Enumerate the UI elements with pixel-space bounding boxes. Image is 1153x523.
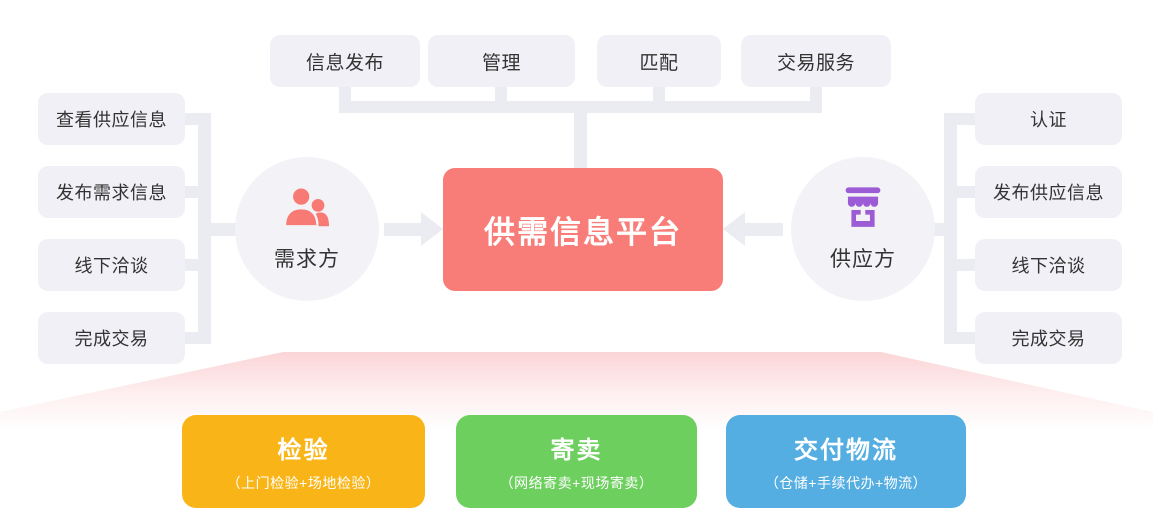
service-title: 检验	[277, 437, 330, 464]
right-stub-4	[953, 332, 975, 344]
step-label: 线下洽谈	[74, 256, 149, 276]
top-node-label: 交易服务	[776, 52, 855, 74]
demand-step-offline-negotiation: 线下洽谈	[38, 239, 185, 291]
right-stub-1	[953, 113, 975, 125]
demand-side-circle: 需求方	[235, 157, 379, 301]
supply-side-label: 供应方	[830, 248, 896, 271]
step-label: 完成交易	[1011, 329, 1086, 349]
step-label: 认证	[1030, 110, 1067, 130]
service-title: 寄卖	[550, 437, 603, 464]
platform-box: 供需信息平台	[443, 168, 723, 291]
top-horizontal-line	[339, 101, 822, 113]
top-stub-4	[810, 87, 822, 103]
service-subtitle: （网络寄卖+现场寄卖）	[499, 475, 654, 491]
demand-arrow-shaft	[384, 223, 422, 236]
supply-arrow-shaft	[745, 223, 783, 236]
top-node-match: 匹配	[597, 35, 721, 87]
supply-step-certification: 认证	[975, 93, 1122, 145]
top-node-info-publish: 信息发布	[270, 35, 420, 87]
top-node-label: 匹配	[639, 52, 679, 74]
demand-step-publish-demand-info: 发布需求信息	[38, 166, 185, 218]
right-stub-3	[953, 259, 975, 271]
top-stub-3	[653, 87, 665, 103]
right-stub-2	[953, 186, 975, 198]
top-center-drop-line	[574, 111, 587, 171]
supply-side-circle: 供应方	[791, 157, 935, 301]
right-vertical-line	[944, 113, 957, 344]
people-icon	[283, 186, 330, 228]
demand-step-view-supply-info: 查看供应信息	[38, 93, 185, 145]
top-stub-1	[339, 87, 351, 103]
supply-step-complete-trade: 完成交易	[975, 312, 1122, 364]
service-card-consignment: 寄卖 （网络寄卖+现场寄卖）	[456, 415, 697, 508]
service-subtitle: （仓储+手续代办+物流）	[764, 475, 928, 491]
step-label: 完成交易	[74, 329, 149, 349]
supply-step-publish-supply-info: 发布供应信息	[975, 166, 1122, 218]
supply-arrow-head	[723, 212, 745, 246]
top-node-label: 信息发布	[305, 52, 384, 74]
top-node-label: 管理	[481, 52, 521, 74]
service-subtitle: （上门检验+场地检验）	[226, 475, 381, 491]
step-label: 查看供应信息	[56, 110, 167, 130]
demand-arrow-head	[421, 212, 443, 246]
step-label: 发布供应信息	[993, 183, 1104, 203]
platform-title: 供需信息平台	[484, 215, 682, 250]
top-node-manage: 管理	[428, 35, 575, 87]
demand-side-label: 需求方	[274, 248, 340, 271]
storefront-icon	[845, 187, 881, 227]
top-node-trade-service: 交易服务	[741, 35, 891, 87]
supply-step-offline-negotiation: 线下洽谈	[975, 239, 1122, 291]
service-card-delivery-logistics: 交付物流 （仓储+手续代办+物流）	[726, 415, 966, 508]
step-label: 线下洽谈	[1011, 256, 1086, 276]
service-title: 交付物流	[794, 437, 898, 464]
demand-step-complete-trade: 完成交易	[38, 312, 185, 364]
step-label: 发布需求信息	[56, 183, 167, 203]
top-stub-2	[495, 87, 507, 103]
left-vertical-line	[198, 113, 211, 344]
service-card-inspection: 检验 （上门检验+场地检验）	[182, 415, 425, 508]
